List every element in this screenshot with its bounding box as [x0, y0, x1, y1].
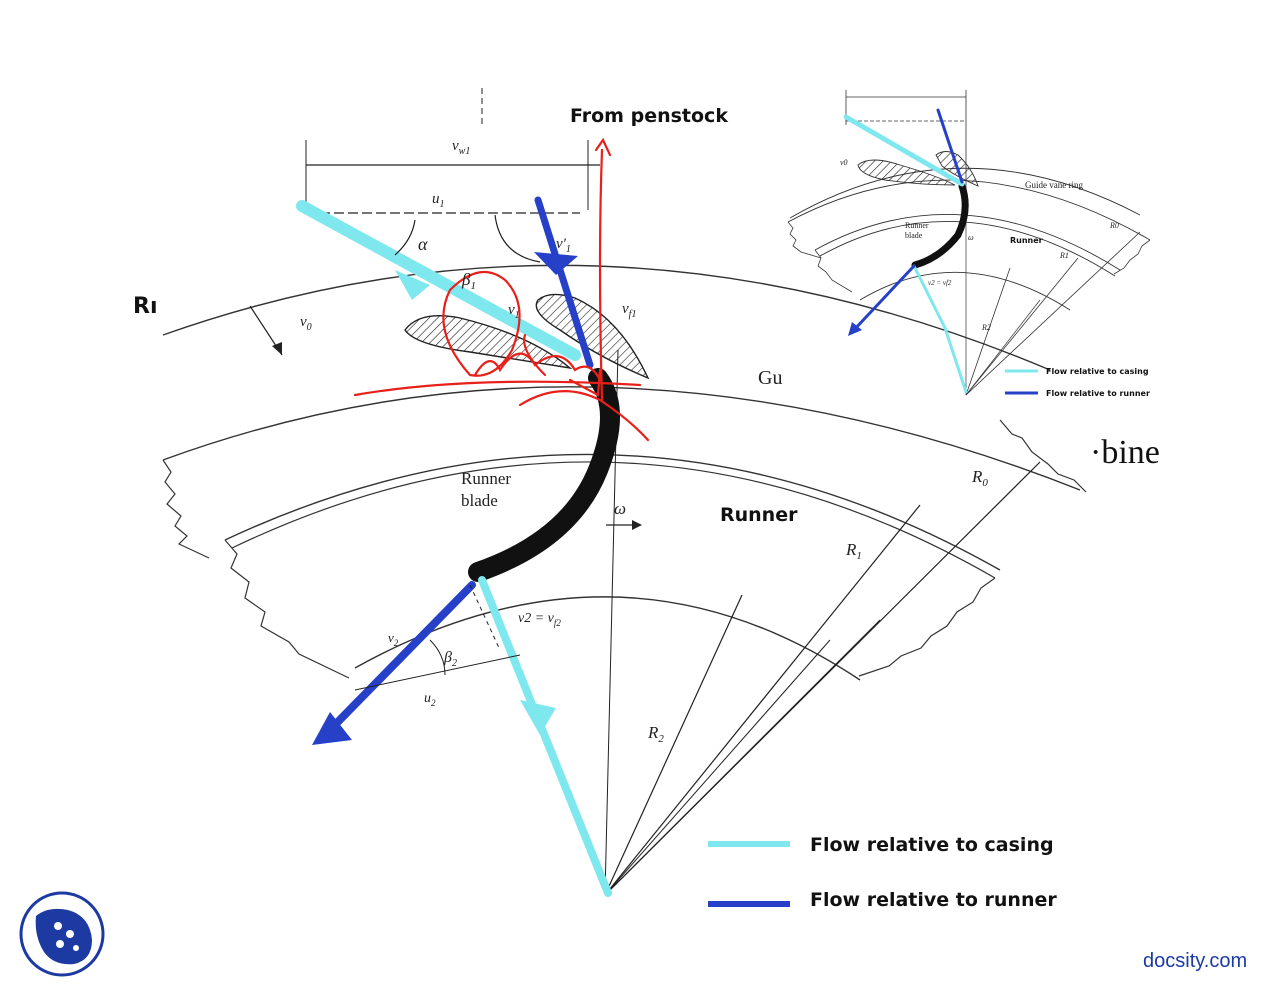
- label-v2-eq: v2 = vf2: [518, 611, 561, 628]
- label-vr2: v2: [388, 630, 399, 648]
- blue-arrow-outlet-head: [312, 712, 352, 745]
- thumb-omega: ω: [968, 233, 974, 242]
- label-u2: u2: [424, 691, 436, 708]
- thumb-v2-eq: v2 = vf2: [928, 279, 952, 287]
- label-vw1: vw1: [452, 138, 470, 157]
- thumb-guide-vane-ring: Guide vane ring: [1025, 180, 1083, 190]
- radius-R1: [604, 504, 921, 896]
- radius-extra-1: [604, 639, 831, 896]
- u2-line: [354, 654, 521, 691]
- thumb-R2: R2: [981, 323, 991, 332]
- cyan-arrow-inlet: [296, 200, 581, 361]
- label-guide-fragment: Gu: [758, 367, 782, 389]
- cyan-arrow-outlet: [478, 576, 612, 897]
- label-beta2: β2: [443, 649, 457, 669]
- beta1-angle-arc: [494, 214, 541, 263]
- runner-inner-arc: [354, 596, 861, 681]
- ring-left-edge: [162, 459, 210, 559]
- red-annotations: [353, 137, 650, 442]
- thumb-legend-casing: Flow relative to casing: [1046, 367, 1149, 376]
- thumb-runner: Runner: [1010, 236, 1043, 245]
- beta2-angle-arc: [429, 639, 446, 676]
- guide-ring-inner-arc-3: [231, 461, 996, 579]
- legend-casing-label: Flow relative to casing: [810, 834, 1054, 856]
- label-from-penstock: From penstock: [570, 105, 728, 127]
- label-u1: u1: [432, 191, 445, 210]
- docsity-brand-text[interactable]: docsity.com: [1143, 950, 1248, 972]
- guide-ring-inner-arc-1: [162, 386, 1081, 491]
- label-omega: ω: [614, 499, 626, 518]
- label-vf1: vf1: [622, 301, 636, 320]
- runner-left-edge: [224, 539, 350, 679]
- blue-arrow-inlet: [534, 196, 594, 369]
- side-text-fragment-right: ·bine: [1090, 434, 1160, 471]
- label-v0: v0: [300, 314, 312, 333]
- thumb-runner-blade-1: Runner: [905, 221, 929, 230]
- outlet-dash: [469, 584, 501, 651]
- docsity-logo-icon: [19, 891, 105, 977]
- guide-ring-inner-arc-2: [224, 453, 1001, 571]
- radius-R2: [604, 594, 743, 896]
- label-R0: R0: [971, 467, 988, 489]
- thumb-runner-blade-2: blade: [905, 231, 923, 240]
- thumb-R1: R1: [1059, 251, 1069, 260]
- blue-arrow-inlet-head: [534, 252, 578, 275]
- cyan-arrow-inlet-head: [395, 270, 430, 300]
- radius-extra-2: [604, 619, 881, 896]
- thumb-v0: v0: [840, 158, 848, 167]
- blue-arrow-outlet: [321, 581, 476, 739]
- label-vr1: v'1: [556, 236, 571, 255]
- guide-ring-outer-arc: [162, 264, 1051, 371]
- thumb-legend-runner: Flow relative to runner: [1046, 389, 1150, 398]
- thumbnail-diagram: Guide vane ring Runner blade Runner ω R0…: [787, 90, 1151, 398]
- label-beta1: β1: [461, 270, 476, 292]
- label-runner-blade-2: blade: [461, 491, 498, 510]
- v0-arrow-head: [272, 342, 282, 355]
- alpha-angle-arc: [394, 219, 416, 256]
- label-alpha: α: [418, 234, 428, 254]
- legend-runner-label: Flow relative to runner: [810, 889, 1057, 911]
- label-runner: Runner: [720, 504, 798, 526]
- label-runner-blade-1: Runner: [461, 469, 511, 488]
- runner-blade: [468, 368, 620, 582]
- ring-right-edge: [999, 419, 1087, 493]
- label-v1: v1: [508, 302, 520, 321]
- runner-right-edge: [858, 577, 996, 677]
- omega-arrow-head: [632, 520, 642, 530]
- side-text-fragment-left: Rı: [133, 294, 158, 319]
- label-R2: R2: [647, 723, 664, 745]
- label-R1: R1: [845, 540, 862, 562]
- thumb-R0: R0: [1109, 221, 1119, 230]
- cyan-arrow-outlet-head: [520, 700, 556, 735]
